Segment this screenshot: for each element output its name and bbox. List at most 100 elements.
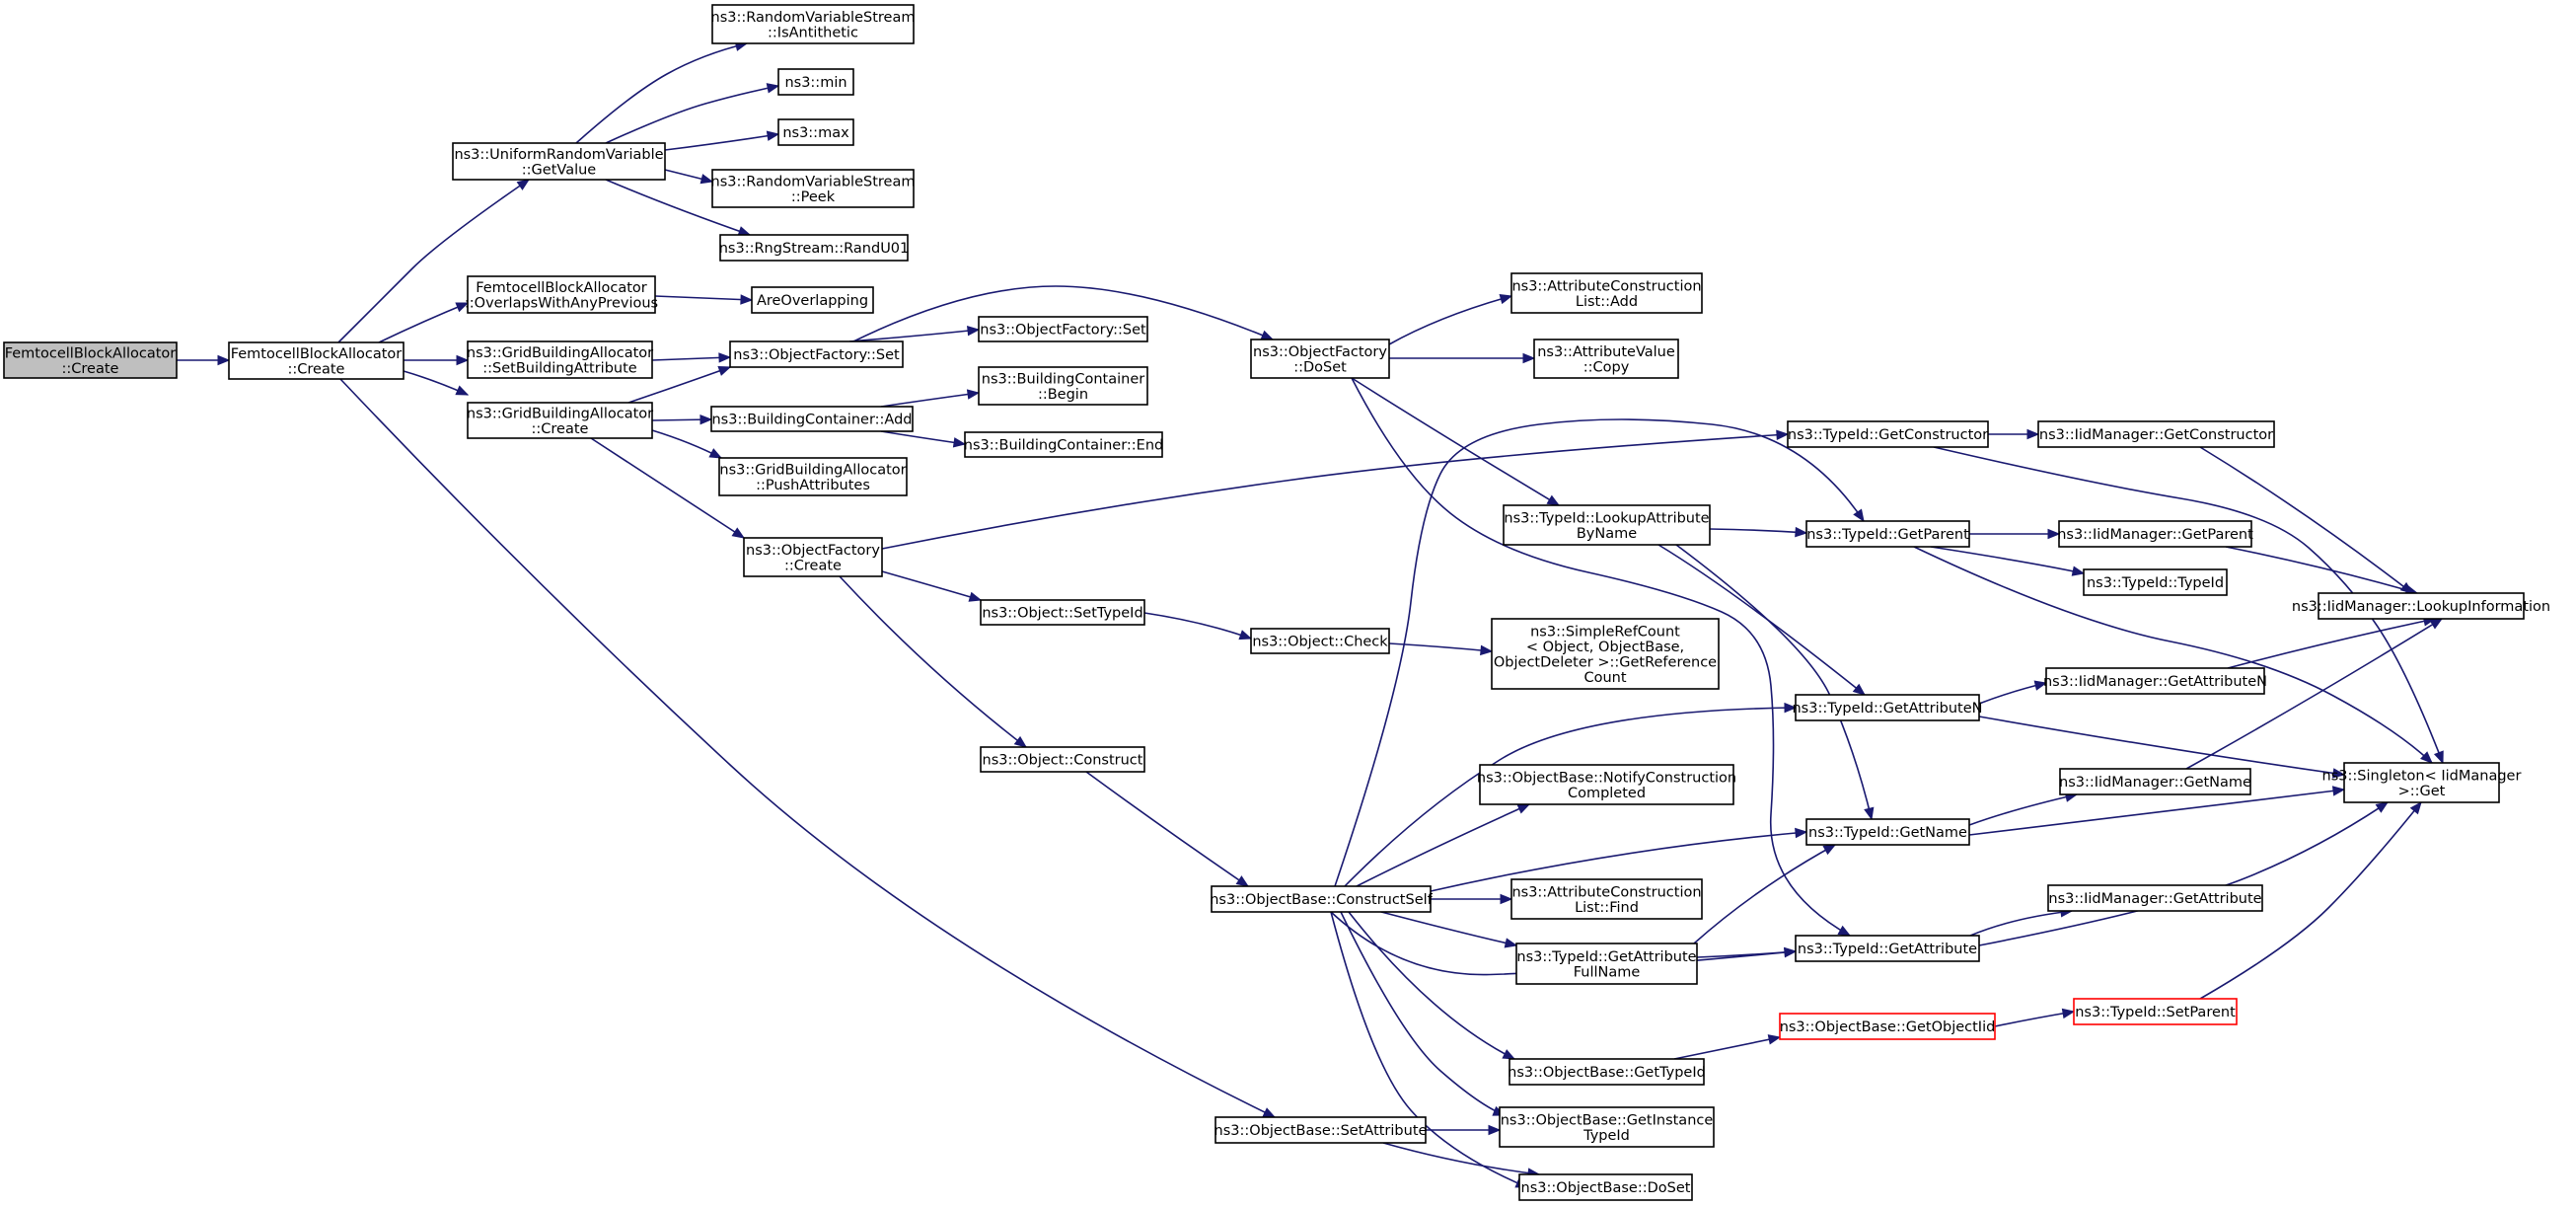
node-n25[interactable]: ns3::Object::Check <box>1250 628 1390 654</box>
arrowhead <box>2033 680 2048 691</box>
node-n40[interactable]: ns3::ObjectBase::GetObjectIid <box>1779 1013 1996 1040</box>
edge-line <box>1913 546 2433 764</box>
arrowhead <box>952 437 967 448</box>
node-label: ns3::GridBuildingAllocator <box>719 462 906 478</box>
node-n23[interactable]: ns3::AttributeValue::Copy <box>1533 339 1679 379</box>
node-box <box>1510 272 1703 314</box>
edge-n45-n48 <box>2185 618 2444 770</box>
node-label: ns3::UniformRandomVariable <box>454 147 663 163</box>
edge-line <box>2199 446 2413 594</box>
edge-n31-n39 <box>1696 946 1798 958</box>
node-label: ns3::ObjectBase::GetInstance <box>1501 1112 1714 1128</box>
node-box <box>2058 520 2252 548</box>
node-box <box>1805 520 1970 548</box>
node-box <box>1479 764 1734 805</box>
node-n16[interactable]: ns3::ObjectFactory::Set <box>978 316 1148 342</box>
node-n14[interactable]: ns3::GridBuildingAllocator::PushAttribut… <box>718 457 908 496</box>
edge-line <box>1673 1036 1781 1060</box>
arrowhead <box>1767 1034 1782 1045</box>
node-n35[interactable]: ns3::TypeId::GetConstructor <box>1787 420 1989 448</box>
edge-line <box>1709 528 1807 534</box>
edge-line <box>1330 911 1528 1188</box>
node-n19[interactable]: ns3::Object::SetTypeId <box>980 599 1145 626</box>
edge-n27-n32 <box>1348 911 1516 1060</box>
node-n26[interactable]: ns3::SimpleRefCount< Object, ObjectBase,… <box>1491 618 1720 690</box>
node-n27[interactable]: ns3::ObjectBase::ConstructSelf <box>1210 885 1434 913</box>
node-n32[interactable]: ns3::ObjectBase::GetTypeId <box>1508 1058 1706 1086</box>
node-label: ::Peek <box>791 189 836 205</box>
node-n13[interactable]: ns3::BuildingContainer::Add <box>710 406 914 432</box>
node-n18[interactable]: ns3::BuildingContainer::End <box>964 431 1164 458</box>
node-n29[interactable]: ns3::ObjectBase::NotifyConstructionCompl… <box>1477 764 1736 805</box>
node-box <box>1499 1106 1715 1148</box>
arrowhead <box>1852 683 1867 696</box>
edge-line <box>575 42 748 144</box>
node-n46[interactable]: ns3::IidManager::GetAttribute <box>2047 884 2263 912</box>
node-n28[interactable]: ns3::ObjectBase::SetAttribute <box>1214 1116 1428 1144</box>
node-n7[interactable]: ns3::min <box>777 68 854 96</box>
node-n42[interactable]: ns3::IidManager::GetParent <box>2057 520 2253 548</box>
node-n15[interactable]: ns3::ObjectFactory::Create <box>743 537 883 577</box>
node-n21[interactable]: ns3::ObjectFactory::DoSet <box>1250 339 1390 379</box>
node-n6[interactable]: ns3::RandomVariableStream::IsAntithetic <box>711 4 916 44</box>
node-n44[interactable]: ns3::IidManager::GetAttributeN <box>2043 667 2267 695</box>
node-n1[interactable]: FemtocellBlockAllocator::Create <box>228 341 405 380</box>
node-n0[interactable]: FemtocellBlockAllocator::Create <box>3 341 178 379</box>
edge-line <box>1933 446 2444 764</box>
node-n20[interactable]: ns3::Object::Construct <box>980 746 1145 773</box>
arrowhead <box>1235 875 1250 887</box>
node-n4[interactable]: ns3::GridBuildingAllocator::SetBuildingA… <box>467 340 653 379</box>
node-n9[interactable]: ns3::RandomVariableStream::Peek <box>711 169 916 208</box>
arrowhead <box>217 354 231 366</box>
edge-n5-n15 <box>590 437 746 539</box>
node-n17[interactable]: ns3::BuildingContainer::Begin <box>978 366 1148 406</box>
edge-line <box>378 302 469 343</box>
node-box <box>777 118 854 146</box>
arrowhead <box>968 591 983 602</box>
edge-n5-n12 <box>627 365 732 404</box>
node-label: ns3::IidManager::GetAttributeN <box>2043 674 2267 690</box>
node-n3[interactable]: FemtocellBlockAllocator::OverlapsWithAny… <box>465 275 658 314</box>
node-label: ByName <box>1577 526 1637 542</box>
node-n39[interactable]: ns3::TypeId::GetAttribute <box>1795 935 1980 962</box>
node-label: ns3::TypeId::GetName <box>1808 825 1967 841</box>
arrowhead <box>455 302 470 313</box>
node-box <box>743 537 883 577</box>
arrowhead <box>1522 352 1536 364</box>
edge-line <box>590 437 745 539</box>
edge-line <box>2199 801 2422 1000</box>
node-label: ns3::BuildingContainer::Add <box>711 413 912 428</box>
node-n2[interactable]: ns3::UniformRandomVariable::GetValue <box>452 142 666 181</box>
node-box <box>978 316 1148 342</box>
edge-n24-n37 <box>1657 544 1867 696</box>
arrowhead <box>1238 630 1253 641</box>
node-box <box>729 340 904 368</box>
node-box <box>719 234 909 262</box>
arrowhead <box>1837 925 1852 937</box>
node-n38[interactable]: ns3::TypeId::GetName <box>1805 818 1970 846</box>
node-n45[interactable]: ns3::IidManager::GetName <box>2059 768 2251 795</box>
node-label: FemtocellBlockAllocator <box>231 346 403 362</box>
node-n12[interactable]: ns3::ObjectFactory::Set <box>729 340 904 368</box>
edge-line <box>1340 911 1506 1116</box>
node-n43[interactable]: ns3::TypeId::TypeId <box>2083 568 2228 596</box>
node-n37[interactable]: ns3::TypeId::GetAttributeN <box>1792 694 1983 721</box>
node-label: ::DoSet <box>1293 359 1347 375</box>
edge-n37-n49 <box>1978 716 2346 779</box>
node-n34[interactable]: ns3::ObjectBase::DoSet <box>1518 1173 1693 1201</box>
node-n48[interactable]: ns3::IidManager::LookupInformation <box>2292 592 2550 620</box>
node-n36[interactable]: ns3::TypeId::GetParent <box>1805 520 1970 548</box>
node-n41[interactable]: ns3::IidManager::GetConstructor <box>2037 420 2275 448</box>
node-n5[interactable]: ns3::GridBuildingAllocator::Create <box>467 402 653 439</box>
node-n10[interactable]: ns3::RngStream::RandU01 <box>719 234 910 262</box>
edge-line <box>1085 771 1249 887</box>
node-n49[interactable]: ns3::Singleton< IidManager >::Get <box>2322 762 2522 803</box>
node-n47[interactable]: ns3::TypeId::SetParent <box>2073 998 2238 1025</box>
node-n8[interactable]: ns3::max <box>777 118 854 146</box>
node-n11[interactable]: AreOverlapping <box>751 286 874 314</box>
